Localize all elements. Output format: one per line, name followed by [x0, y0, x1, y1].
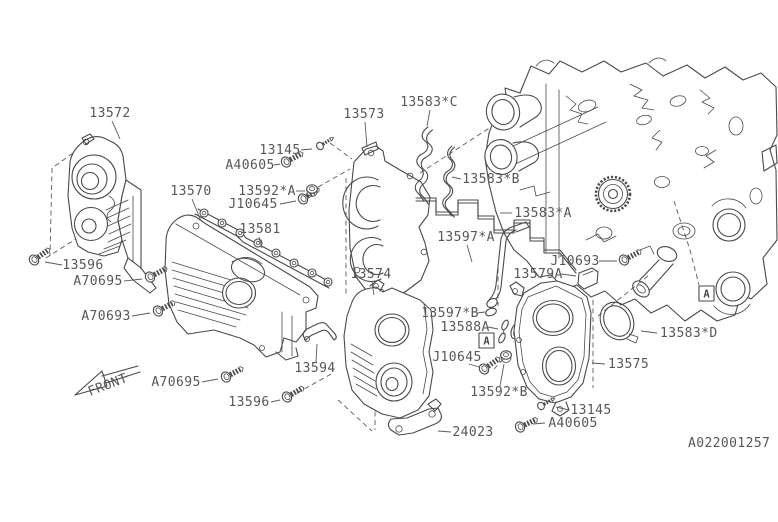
callout-13583D: 13583*D [640, 326, 718, 341]
part-13583D-seal [599, 301, 639, 344]
label-J10693: J10693 [550, 254, 599, 269]
callout-13592A: 13592*A [238, 184, 305, 199]
callout-13573: 13573 [343, 107, 384, 148]
part-13575-cover [509, 280, 592, 417]
figure-code: A022001257 [688, 436, 770, 451]
bolt-13596-2 [281, 383, 307, 404]
label-13588A: 13588A [440, 320, 489, 335]
callout-13572: 13572 [89, 106, 130, 140]
part-13574-cover [343, 279, 434, 419]
part-24023-bracket [387, 398, 442, 436]
callout-13597B: 13597*B [421, 306, 486, 321]
callout-J10693: J10693 [550, 254, 617, 269]
label-13145-1: 13145 [259, 143, 300, 158]
label-13572: 13572 [89, 106, 130, 121]
callout-J10645-1: J10645 [228, 197, 297, 212]
screw-13145-1 [313, 132, 338, 153]
callout-13579A: 13579A [513, 267, 577, 282]
front-label: FRONT [86, 371, 130, 400]
callout-13583B: 13583*B [451, 172, 520, 187]
label-13597A: 13597*A [437, 230, 495, 245]
callout-13575: 13575 [591, 357, 649, 372]
callout-A70693: A70693 [81, 309, 151, 324]
callout-13594: 13594 [294, 343, 335, 376]
callout-J10645-2: J10645 [432, 350, 481, 368]
view-marker-A-2: A [698, 285, 715, 302]
cam-sprocket [594, 175, 632, 213]
callout-A70695-1: A70695 [73, 274, 143, 289]
label-13583C: 13583*C [400, 95, 458, 110]
callout-13574: 13574 [350, 267, 391, 296]
callout-A70695-2: A70695 [151, 375, 219, 390]
label-A70693: A70693 [81, 309, 130, 324]
callout-24023: 24023 [437, 425, 493, 440]
part-13579A-cap [577, 267, 599, 290]
label-24023: 24023 [452, 425, 493, 440]
callout-13583C: 13583*C [400, 95, 458, 127]
callout-13592B: 13592*B [470, 363, 528, 400]
part-13583B-gasket [442, 145, 456, 218]
part-13583C-gasket [414, 126, 433, 205]
view-marker-A-2-label: A [703, 289, 710, 301]
label-A40605-2: A40605 [548, 416, 597, 431]
callout-A40605-1: A40605 [225, 158, 281, 173]
label-13596-2: 13596 [228, 395, 269, 410]
grommet-13592B [500, 350, 512, 364]
callout-13581: 13581 [239, 222, 280, 249]
label-13583A: 13583*A [514, 206, 572, 221]
part-13581-sealing-strip [194, 208, 333, 289]
label-A70695-1: A70695 [73, 274, 122, 289]
label-13583B: 13583*B [462, 172, 520, 187]
label-13581: 13581 [239, 222, 280, 237]
part-13572-cover [67, 133, 157, 294]
callout-13596-2: 13596 [228, 395, 281, 410]
view-marker-A-1: A [478, 332, 495, 349]
label-J10645-2: J10645 [432, 350, 481, 365]
part-13573-cover [342, 141, 431, 298]
label-13145-2: 13145 [570, 403, 611, 418]
callout-A40605-2: A40605 [532, 416, 597, 431]
engine-intake-ports [484, 93, 542, 175]
callout-13588A: 13588A [440, 320, 499, 335]
part-13597B-seal [485, 307, 497, 317]
callout-13583A: 13583*A [500, 206, 572, 221]
bolt-A70695-2 [220, 363, 246, 383]
label-13570: 13570 [170, 184, 211, 199]
label-J10645-1: J10645 [228, 197, 277, 212]
label-A70695-2: A70695 [151, 375, 200, 390]
label-13579A: 13579A [513, 267, 562, 282]
label-13596-1: 13596 [62, 258, 103, 273]
engine-water-pipe [632, 246, 678, 298]
bolt-J10693 [618, 246, 644, 266]
callout-13570: 13570 [170, 184, 211, 222]
callout-13145-2: 13145 [555, 403, 611, 418]
front-direction-indicator: FRONT [74, 365, 141, 400]
label-A40605-1: A40605 [225, 158, 274, 173]
label-13573: 13573 [343, 107, 384, 122]
callout-13145-1: 13145 [259, 143, 313, 158]
label-13574: 13574 [350, 267, 391, 282]
part-13594-clip [302, 322, 337, 342]
callout-13597A: 13597*A [437, 230, 495, 263]
engine-block-assembly [484, 57, 778, 322]
view-marker-A-1-label: A [483, 336, 490, 348]
label-13575: 13575 [608, 357, 649, 372]
label-13592B: 13592*B [470, 385, 528, 400]
label-13592A: 13592*A [238, 184, 296, 199]
label-13594: 13594 [294, 361, 335, 376]
label-13597B: 13597*B [421, 306, 479, 321]
part-13570-cover [164, 214, 319, 361]
part-13583A-gasket [415, 197, 577, 274]
callout-13596-1: 13596 [44, 258, 103, 273]
label-13583D: 13583*D [660, 326, 718, 341]
part-13597A-pipe [486, 221, 530, 308]
